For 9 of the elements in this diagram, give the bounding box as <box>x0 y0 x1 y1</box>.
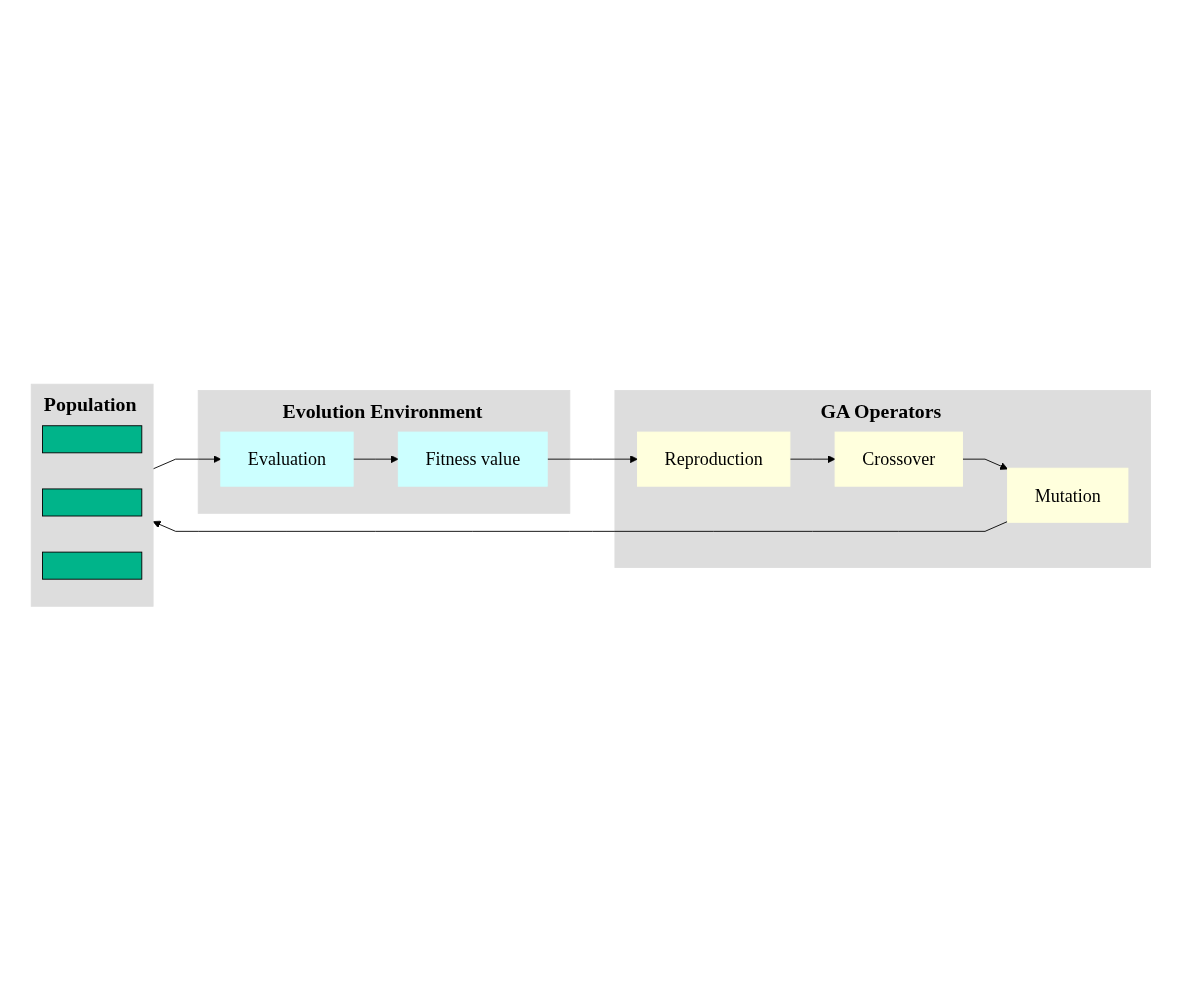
node-box: Reproduction <box>636 431 791 487</box>
node-bar <box>41 425 142 454</box>
node-bar <box>41 551 142 580</box>
node-box: Crossover <box>834 431 963 487</box>
node-box: Fitness value <box>397 431 548 487</box>
cluster: Population <box>30 384 154 607</box>
node-bar <box>41 488 142 517</box>
node-box: Evaluation <box>219 431 354 487</box>
node-box: Mutation <box>1006 467 1129 524</box>
